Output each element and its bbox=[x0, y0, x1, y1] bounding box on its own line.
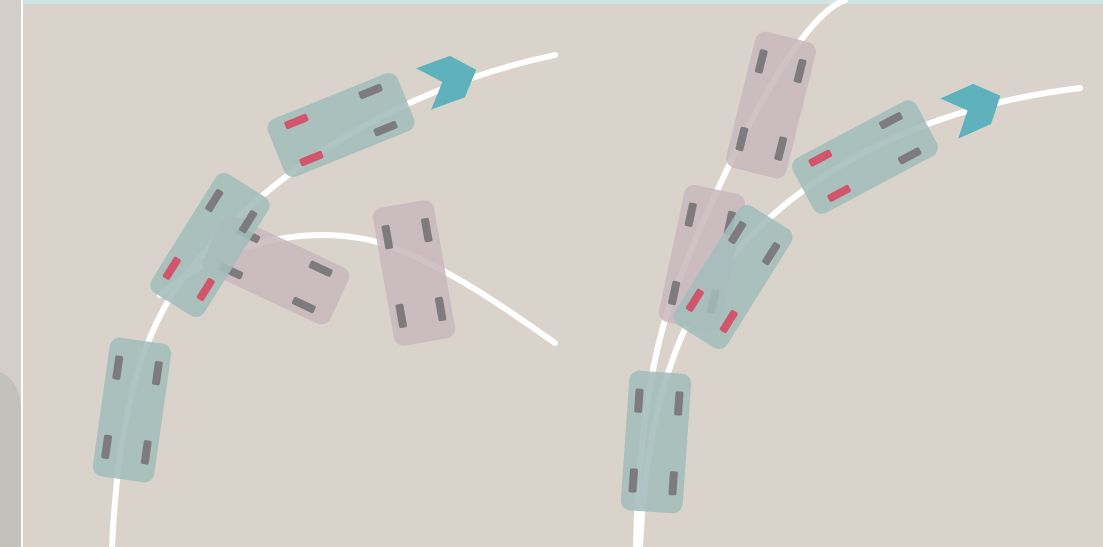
left-scenario bbox=[91, 49, 558, 547]
right-scenario bbox=[620, 0, 1083, 547]
left-panel-shade bbox=[0, 372, 22, 547]
top-border bbox=[0, 0, 1103, 4]
car-bottom-right bbox=[620, 370, 692, 514]
